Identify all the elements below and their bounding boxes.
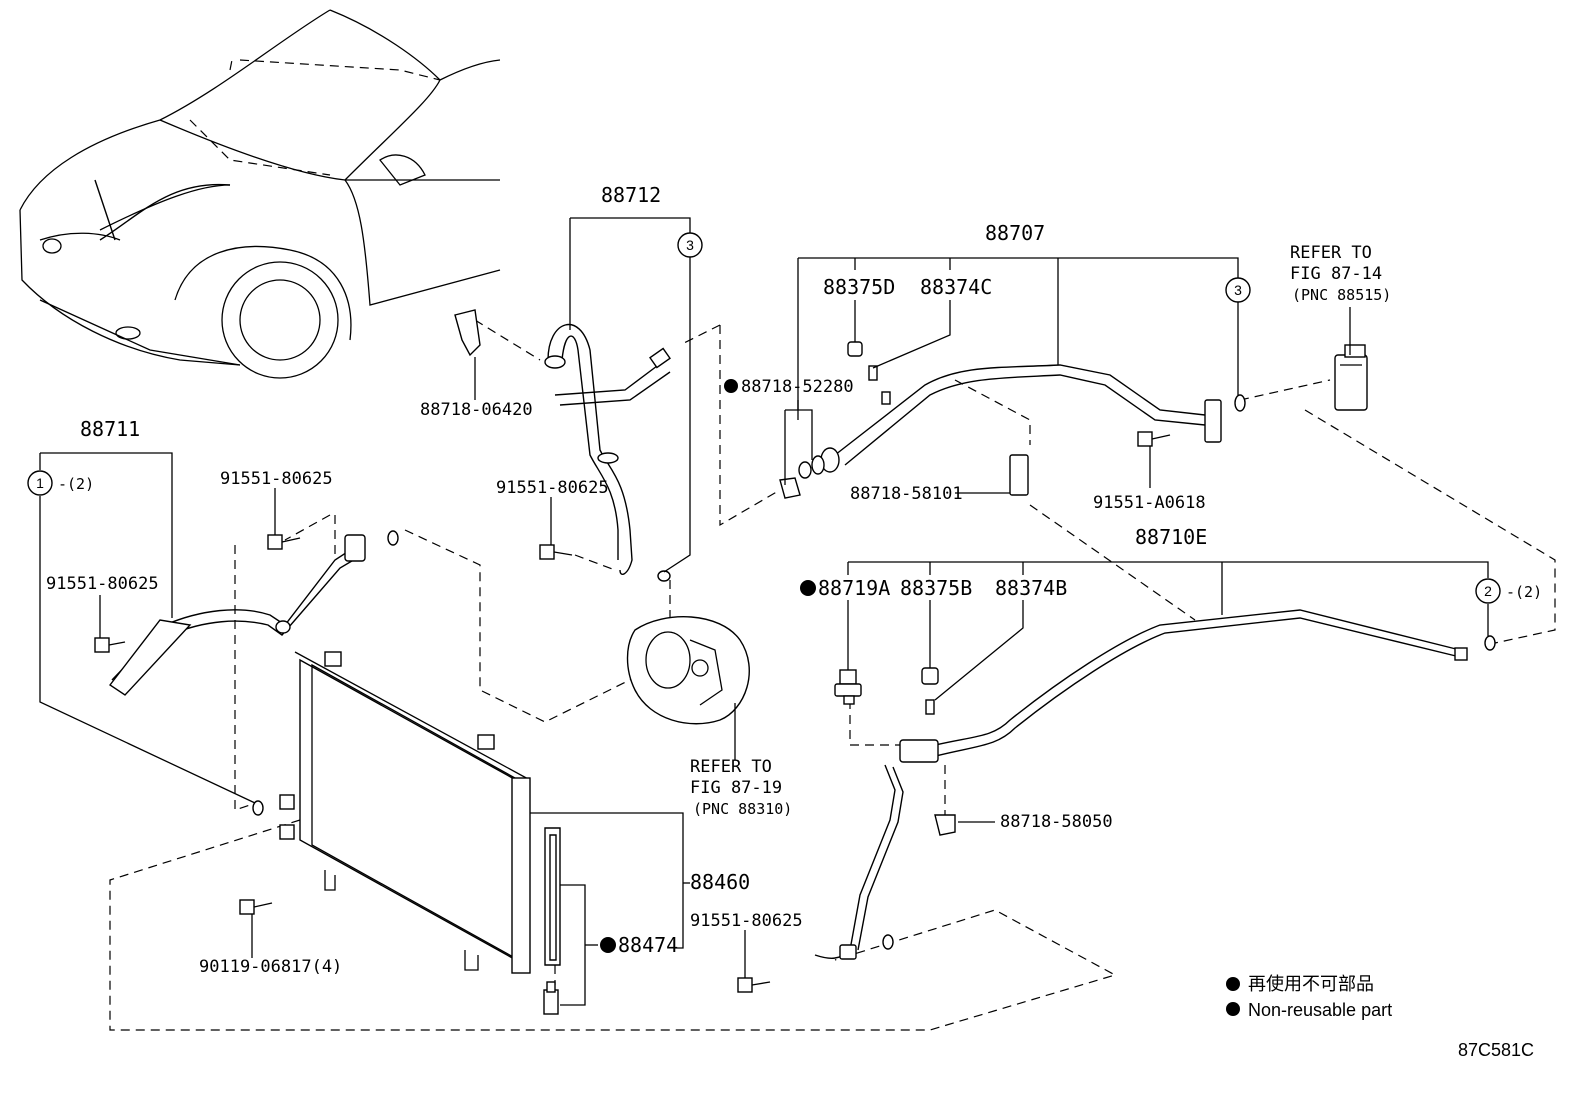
small-parts [94, 309, 1496, 993]
label-88712: 88712 [601, 183, 661, 207]
bolt-91551-80625-c [539, 544, 573, 560]
circle-ref-3b: 3 [1234, 282, 1242, 298]
non-reusable-dot-icon [800, 580, 816, 596]
refer-fig-line: FIG 87-19 [690, 778, 782, 798]
pressure-switch-88719a [834, 669, 862, 705]
figure-id: 87C581C [1458, 1040, 1534, 1060]
bolt-90119-06817 [239, 899, 273, 915]
circle-ref-1-qty: -(2) [58, 475, 94, 493]
label-88718-58050: 88718-58050 [1000, 812, 1113, 832]
part-number-labels: 88712 88707 88711 88375D 88374C 88718-06… [46, 183, 1207, 977]
suction-pipe-88707 [779, 364, 1222, 499]
legend: 再使用不可部品 Non-reusable part [1226, 974, 1392, 1020]
label-91551-80625-b: 91551-80625 [46, 574, 159, 594]
cap-88375d [847, 341, 863, 357]
refer-pnc-line: (PNC 88310) [693, 800, 792, 818]
label-88718-52280-group: 88718-52280 [724, 377, 854, 397]
refer-pnc-line: (PNC 88515) [1292, 286, 1391, 304]
label-91551-80625-c: 91551-80625 [496, 478, 609, 498]
label-91551-80625-a: 91551-80625 [220, 469, 333, 489]
label-91551-80625-d: 91551-80625 [690, 911, 803, 931]
clamp-88718-58050 [934, 814, 956, 836]
bolt-91551-a0618 [1137, 431, 1171, 447]
non-reusable-dot-icon [1226, 977, 1240, 991]
label-88474-group: 88474 [600, 933, 678, 957]
label-88719a: 88719A [818, 576, 890, 600]
leader-lines [27, 217, 1501, 978]
valve-core-icon [881, 391, 891, 405]
circle-ref-3a: 3 [686, 237, 694, 253]
label-88711: 88711 [80, 417, 140, 441]
bolt-91551-80625-d [737, 977, 771, 993]
o-ring-icon [252, 800, 264, 816]
refer-to-line: REFER TO [690, 757, 772, 777]
o-ring-icon [1234, 394, 1246, 412]
non-reusable-dot-icon [600, 937, 616, 953]
cap-88375b [921, 667, 939, 685]
vehicle-illustration [19, 9, 501, 379]
label-88474: 88474 [618, 933, 678, 957]
condenser-88460 [279, 651, 586, 1015]
compressor-ref [626, 616, 750, 725]
refer-note-fig-87-14: REFER TO FIG 87-14 (PNC 88515) [1290, 243, 1391, 304]
label-88718-06420: 88718-06420 [420, 400, 533, 420]
refer-fig-line: FIG 87-14 [1290, 264, 1382, 284]
label-90119-06817: 90119-06817(4) [199, 957, 342, 977]
discharge-hose-88711 [108, 534, 366, 696]
legend-english: Non-reusable part [1248, 1000, 1392, 1020]
circle-ref-2-qty: -(2) [1506, 583, 1542, 601]
liquid-line-88710e [814, 609, 1468, 960]
label-88375d: 88375D [823, 275, 895, 299]
non-reusable-dot-icon [1226, 1002, 1240, 1016]
o-ring-icon [387, 530, 399, 546]
valve-core-88374c [868, 365, 878, 381]
label-88374c: 88374C [920, 275, 992, 299]
circle-references: 1 -(2) 2 -(2) 3 3 [36, 237, 1542, 601]
label-88375b: 88375B [900, 576, 972, 600]
bolt-91551-80625-a [267, 534, 301, 550]
clamp-88718-06420 [454, 309, 481, 357]
label-88460: 88460 [690, 870, 750, 894]
label-88718-52280: 88718-52280 [741, 377, 854, 397]
refer-to-line: REFER TO [1290, 243, 1372, 263]
circle-ref-2: 2 [1484, 583, 1492, 599]
o-ring-icon [657, 570, 671, 582]
label-88710e: 88710E [1135, 525, 1207, 549]
o-ring-icon [882, 934, 894, 950]
expansion-valve-ref [1334, 344, 1368, 411]
refer-note-fig-87-19: REFER TO FIG 87-19 (PNC 88310) [690, 757, 792, 818]
label-88374b: 88374B [995, 576, 1067, 600]
label-88719a-group: 88719A [800, 576, 890, 600]
valve-core-88374b [925, 699, 935, 715]
bolt-91551-80625-b [94, 637, 126, 653]
o-ring-icon [1484, 635, 1496, 651]
label-88718-58101: 88718-58101 [850, 484, 963, 504]
suction-hose-88712 [544, 323, 671, 575]
non-reusable-dot-icon [724, 379, 738, 393]
circle-ref-1: 1 [36, 475, 44, 491]
label-88707: 88707 [985, 221, 1045, 245]
label-91551-a0618: 91551-A0618 [1093, 493, 1206, 513]
legend-japanese: 再使用不可部品 [1248, 974, 1374, 994]
